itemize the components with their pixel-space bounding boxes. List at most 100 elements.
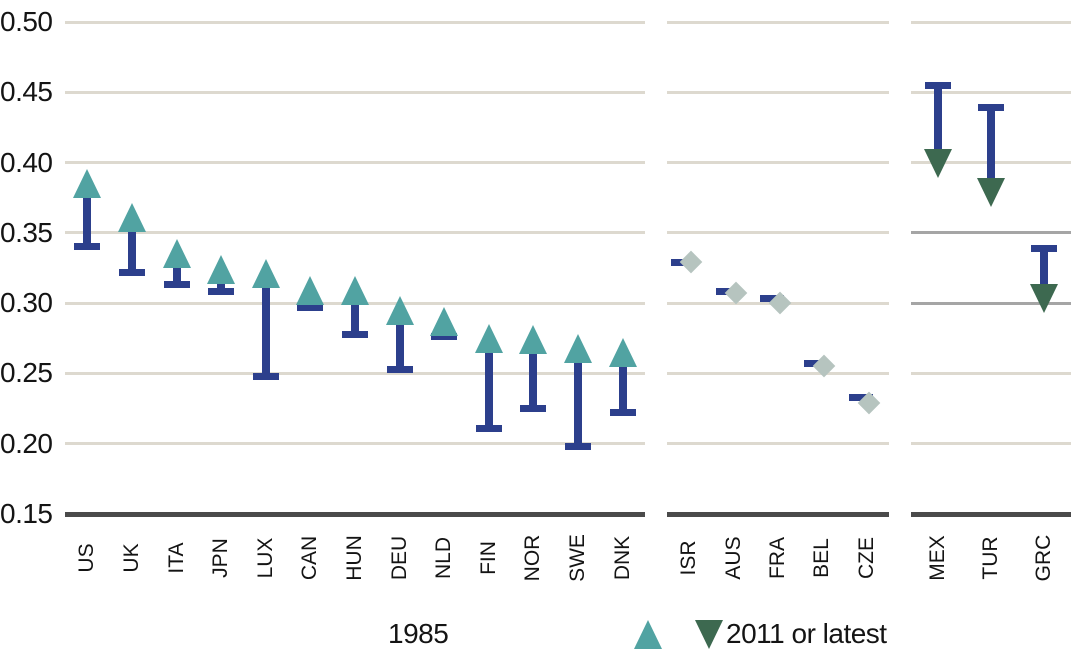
x-tick-label-CAN: CAN <box>298 535 322 581</box>
y-tick-label: 0.20 <box>0 427 53 459</box>
y-tick-label: 0.45 <box>0 76 53 108</box>
gridline-0.30 <box>911 301 1071 305</box>
marker-group-LUX-latest-triangle-up-icon <box>251 259 280 289</box>
marker-group-DNK-stem <box>618 352 627 413</box>
marker-group-DEU-1985-tick <box>386 365 413 373</box>
marker-group-DEU-latest-triangle-up-icon <box>385 295 414 325</box>
marker-group-TUR-stem <box>987 107 995 193</box>
marker-group-NLD-latest-triangle-up-icon <box>430 306 459 336</box>
marker-group-HUN-stem <box>351 290 359 335</box>
marker-group-US-1985-tick <box>74 243 101 251</box>
marker-group-ITA-latest-triangle-up-icon <box>162 239 191 269</box>
legend-up-triangle-icon <box>634 620 662 649</box>
x-tick-label-ITA: ITA <box>164 542 188 574</box>
gridline-0.50 <box>667 20 889 24</box>
gridline-0.20 <box>667 442 889 446</box>
marker-group-DNK-latest-triangle-up-icon <box>608 337 637 367</box>
marker-group-UK-latest-triangle-up-icon <box>117 202 146 232</box>
x-tick-label-FRA: FRA <box>766 537 789 579</box>
y-tick-label: 0.30 <box>0 287 53 319</box>
x-tick-label-BEL: BEL <box>810 538 834 578</box>
marker-group-GRC-stem <box>1040 248 1049 299</box>
marker-group-HUN-1985-tick <box>342 330 368 338</box>
marker-group-FIN-latest-triangle-up-icon <box>474 323 503 353</box>
x-tick-label-NOR: NOR <box>521 534 545 582</box>
marker-group-ISR-latest-diamond-icon <box>679 251 703 274</box>
marker-group-FIN-stem <box>484 338 493 429</box>
x-tick-label-TUR: TUR <box>979 536 1002 580</box>
x-axis-line <box>667 511 889 517</box>
marker-group-NLD-1985-tick <box>431 333 458 341</box>
gridline-0.35 <box>667 231 889 235</box>
gridline-0.20 <box>65 442 645 446</box>
x-axis-line <box>65 511 645 517</box>
marker-group-US-stem <box>83 183 92 247</box>
x-tick-label-NLD: NLD <box>432 536 456 580</box>
marker-group-MEX-1985-tick <box>924 81 951 89</box>
gridline-0.35 <box>911 231 1071 235</box>
x-axis-line <box>911 511 1071 517</box>
marker-group-SWE-stem <box>574 348 583 447</box>
marker-group-UK-stem <box>127 217 136 273</box>
x-tick-label-GRC: GRC <box>1032 534 1056 582</box>
legend-down-triangle-icon <box>695 620 723 649</box>
gridline-0.45 <box>667 90 889 94</box>
marker-group-UK-1985-tick <box>118 268 145 276</box>
marker-group-LUX-1985-tick <box>252 372 279 380</box>
legend-1985-label: 1985 <box>388 618 449 649</box>
x-tick-label-ISR: ISR <box>677 540 701 576</box>
legend-latest-label: 2011 or latest <box>726 618 887 649</box>
x-tick-label-AUS: AUS <box>721 536 745 580</box>
gridline-0.50 <box>911 20 1071 24</box>
x-tick-label-DEU: DEU <box>387 535 411 581</box>
marker-group-ITA-1985-tick <box>163 281 190 289</box>
marker-group-ITA-stem <box>172 253 181 285</box>
x-tick-label-UK: UK <box>119 543 143 573</box>
marker-group-DEU-stem <box>395 310 404 370</box>
marker-group-NOR-latest-triangle-up-icon <box>519 325 548 355</box>
x-tick-label-DNK: DNK <box>610 535 634 581</box>
marker-group-FIN-1985-tick <box>475 424 502 432</box>
gridline-0.20 <box>911 442 1071 446</box>
marker-group-NOR-stem <box>529 339 538 409</box>
marker-group-GRC-latest-triangle-down-icon <box>1030 284 1059 314</box>
x-tick-label-LUX: LUX <box>253 537 277 579</box>
gridline-0.45 <box>911 90 1071 94</box>
y-tick-label: 0.50 <box>0 6 53 37</box>
x-tick-label-JPN: JPN <box>209 538 233 578</box>
x-tick-label-FIN: FIN <box>476 541 500 575</box>
gridline-0.40 <box>667 161 889 165</box>
x-tick-label-SWE: SWE <box>566 534 590 582</box>
y-tick-label: 0.15 <box>0 498 53 529</box>
x-tick-label-CZE: CZE <box>854 537 878 579</box>
marker-group-NOR-1985-tick <box>520 405 547 413</box>
marker-group-CAN-latest-triangle-up-icon <box>296 275 325 305</box>
marker-group-TUR-1985-tick <box>978 104 1004 112</box>
marker-group-GRC-1985-tick <box>1031 244 1058 252</box>
gridline-0.50 <box>65 20 645 24</box>
y-tick-label: 0.25 <box>0 357 53 389</box>
marker-group-JPN-latest-triangle-up-icon <box>207 254 236 284</box>
gridline-0.40 <box>65 161 645 165</box>
legend-diamond-icon <box>668 624 691 647</box>
gridline-0.25 <box>667 371 889 375</box>
legend-1985-dash-icon <box>348 629 377 636</box>
marker-group-CZE-1985-dash <box>848 393 873 401</box>
x-tick-label-US: US <box>75 543 99 573</box>
marker-group-DNK-1985-tick <box>609 409 636 417</box>
gridline-0.25 <box>911 371 1071 375</box>
marker-group-JPN-1985-tick <box>208 288 235 296</box>
marker-group-SWE-1985-tick <box>565 443 592 451</box>
y-tick-label: 0.35 <box>0 216 53 248</box>
marker-group-SWE-latest-triangle-up-icon <box>564 333 593 363</box>
gridline-0.35 <box>65 231 645 235</box>
marker-group-LUX-stem <box>261 273 270 377</box>
marker-group-TUR-latest-triangle-down-icon <box>977 177 1005 207</box>
gridline-0.25 <box>65 371 645 375</box>
marker-group-CAN-1985-tick <box>297 303 324 311</box>
marker-group-MEX-stem <box>933 85 942 164</box>
gridline-0.45 <box>65 90 645 94</box>
marker-group-MEX-latest-triangle-down-icon <box>923 149 952 179</box>
marker-group-HUN-latest-triangle-up-icon <box>341 275 369 305</box>
x-tick-label-MEX: MEX <box>925 535 949 581</box>
